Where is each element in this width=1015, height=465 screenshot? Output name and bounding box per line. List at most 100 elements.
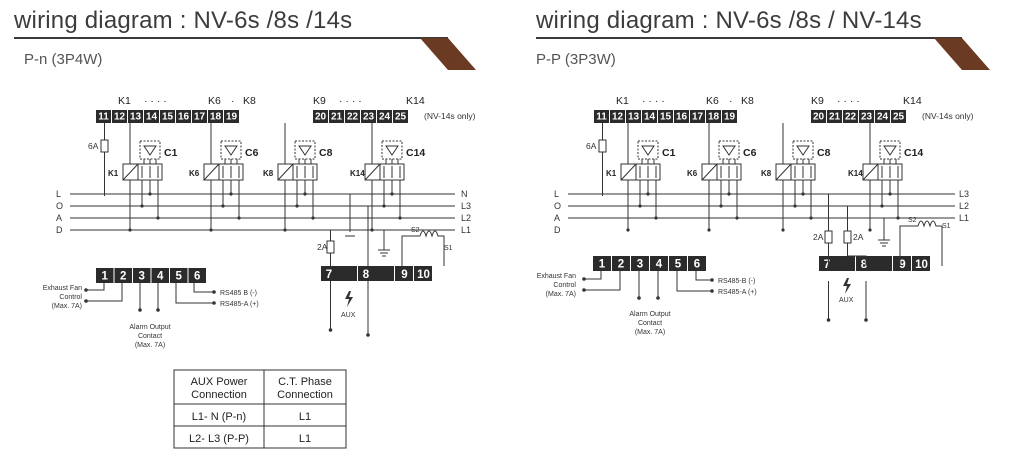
right-coil-label: K8 [761, 169, 772, 178]
right-k6-label: K6 [706, 95, 719, 107]
left-alarm-line-1: Alarm Output [129, 324, 170, 331]
left-power-terminal-7 [321, 266, 357, 281]
right-contactor-label: C8 [817, 147, 831, 159]
right-contactor-label: C6 [743, 147, 757, 159]
left-ctrl-terminal-4 [151, 268, 169, 283]
left-k6-label: K6 [208, 95, 221, 107]
right-relay-terminal-label-22: 22 [845, 112, 857, 123]
left-alarm-line-2: Contact [138, 333, 162, 340]
left-contactor-label: C8 [319, 147, 333, 159]
right-relay-terminal-24 [875, 110, 890, 123]
right-dots-2: · [729, 95, 733, 107]
right-alarm-line-1: Alarm Output [629, 311, 670, 318]
right-nv14-note: (NV-14s only) [922, 111, 974, 121]
left-relay-terminal-label-23: 23 [363, 112, 375, 123]
left-k14-label: K14 [406, 95, 425, 107]
left-ctrl-terminal-2 [114, 268, 132, 283]
right-relay-terminal-17 [690, 110, 705, 123]
right-coil-label: K1 [606, 169, 617, 178]
left-coil-slash [122, 163, 139, 181]
left-relay-terminal-23 [361, 110, 376, 123]
right-delta-icon [722, 145, 736, 156]
left-load-wires [385, 159, 399, 164]
right-relay-terminal-label-18: 18 [708, 112, 720, 123]
left-rail-label-l3: L3 [461, 201, 471, 211]
right-fuse-2a-a [824, 230, 833, 244]
right-ctrl-terminal-4 [650, 256, 668, 271]
right-aux-label: AUX [839, 297, 854, 304]
right-relay-terminal-label-17: 17 [692, 112, 704, 123]
left-coil-slash [277, 163, 294, 181]
left-fuse-2a-label: 2A [317, 242, 328, 252]
left-power-terminal-label-8: 8 [363, 269, 370, 281]
right-rs485-b: RS485-B (-) [718, 278, 755, 285]
left-ctrl-terminal-6 [188, 268, 206, 283]
left-ctrl-terminal-label-2: 2 [120, 271, 126, 283]
right-fan-dot-a [582, 277, 586, 281]
table-header-2-line-1: C.T. Phase [278, 376, 332, 388]
left-rs485-dot-b [212, 290, 216, 294]
right-contactor-label: C14 [904, 147, 923, 159]
right-relay-terminal-label-11: 11 [596, 112, 607, 123]
left-coil-slash [203, 163, 220, 181]
right-aux-wires [828, 281, 867, 320]
right-relay-terminal-label-25: 25 [893, 112, 905, 123]
left-power-terminal-label-10: 10 [417, 269, 430, 281]
right-rs485-dot-b [710, 278, 714, 282]
left-fan-dot-a [84, 288, 88, 292]
table-header-2-line-2: Connection [277, 389, 333, 401]
right-fuse-6a [598, 139, 607, 153]
left-aux-label: AUX [341, 312, 356, 319]
right-ctrl-terminal-1 [593, 256, 611, 271]
left-rail-label-l1: L1 [461, 225, 471, 235]
right-relay-terminal-16 [674, 110, 689, 123]
right-coil-slash [701, 163, 718, 181]
left-relay-terminal-17 [192, 110, 207, 123]
left-nv14-note: (NV-14s only) [424, 111, 476, 121]
right-relay-terminal-label-19: 19 [724, 112, 736, 123]
right-delta-icon [883, 145, 897, 156]
right-ctrl-terminal-label-1: 1 [599, 259, 606, 271]
left-rails: L O A D N L3 L2 L1 [56, 189, 471, 235]
left-ctrl-terminal-label-1: 1 [102, 271, 109, 283]
table-header-1-line-1: AUX Power [191, 376, 248, 388]
left-rail-label-o: O [56, 201, 63, 211]
left-relay-terminal-label-22: 22 [347, 112, 359, 123]
right-relay-terminal-label-20: 20 [813, 112, 825, 123]
left-contact-wires [383, 180, 401, 218]
right-accent-tab [934, 38, 990, 70]
right-ctrl-terminal-label-3: 3 [637, 259, 643, 271]
left-fan-line-3: (Max. 7A) [52, 303, 82, 310]
left-delta-icon [385, 145, 399, 156]
right-load-wires [722, 159, 736, 164]
right-load-box [718, 140, 740, 160]
left-relay-terminal-19 [224, 110, 239, 123]
right-rails: L O A D L3 L2 L1 [554, 189, 969, 235]
right-rs485-a: RS485-A (+) [718, 289, 757, 296]
table-border [173, 369, 347, 449]
left-ct-s2: S2 [411, 227, 420, 234]
left-relay-terminal-11 [96, 110, 111, 123]
right-fan-line-2: Control [553, 282, 576, 289]
right-power-terminal-label-7: 7 [824, 259, 830, 271]
right-ctrl-terminal-label-4: 4 [656, 259, 663, 271]
left-coil-slash [364, 163, 381, 181]
left-load-box [294, 140, 316, 160]
left-relay-terminal-12 [112, 110, 127, 123]
left-accent-tab [420, 38, 476, 70]
left-relay-terminal-label-25: 25 [395, 112, 407, 123]
right-ctrl-terminal-label-5: 5 [675, 259, 682, 271]
left-fuse-6a-label: 6A [88, 141, 99, 151]
right-aux-dot-a [826, 318, 831, 322]
right-coil-slash [620, 163, 637, 181]
right-fan-line-3: (Max. 7A) [546, 291, 576, 298]
